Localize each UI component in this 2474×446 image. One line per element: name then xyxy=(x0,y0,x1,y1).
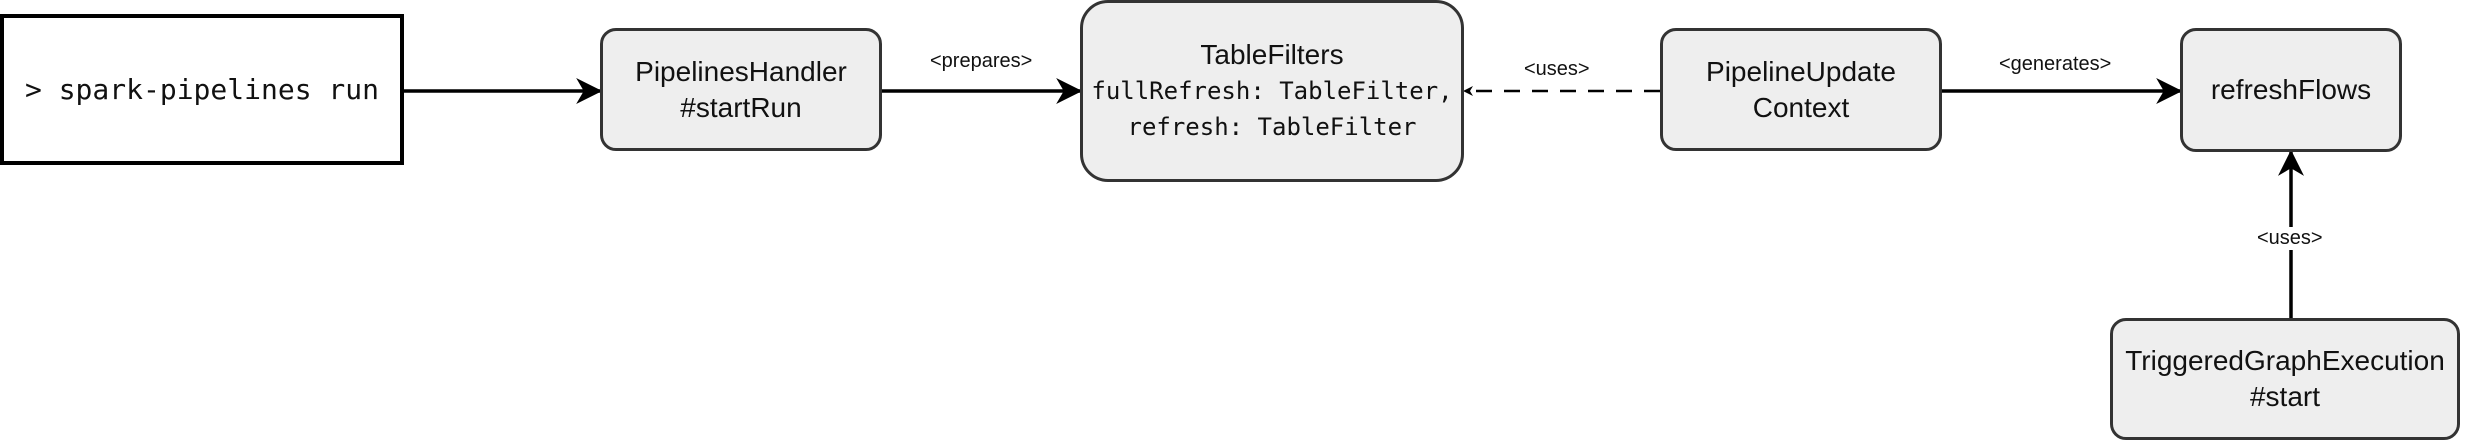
triggered-graph-execution-node: TriggeredGraphExecution #start xyxy=(2110,318,2460,440)
table-filters-refresh: refresh: TableFilter xyxy=(1127,113,1417,141)
command-node: > spark-pipelines run xyxy=(0,14,404,165)
table-filters-title: TableFilters xyxy=(1200,39,1344,70)
pipelines-handler-method: #startRun xyxy=(680,91,802,123)
edge-label-uses-context: <uses> xyxy=(1524,58,1590,81)
triggered-graph-execution-method: #start xyxy=(2249,381,2321,412)
pipeline-update-context-line1: PipelineUpdate xyxy=(1706,55,1896,87)
command-label: > spark-pipelines run xyxy=(24,72,379,106)
pipelines-handler-name: PipelinesHandler xyxy=(635,55,847,87)
table-filters-node: TableFilters fullRefresh: TableFilter, r… xyxy=(1080,0,1464,182)
edge-label-uses-flows: <uses> xyxy=(2257,227,2323,250)
edge-label-generates: <generates> xyxy=(1999,53,2112,76)
pipeline-update-context-node: PipelineUpdate Context xyxy=(1660,28,1942,151)
refresh-flows-node: refreshFlows xyxy=(2180,28,2402,152)
triggered-graph-execution-name: TriggeredGraphExecution xyxy=(2125,345,2445,376)
refresh-flows-label: refreshFlows xyxy=(2210,74,2372,105)
pipelines-handler-node: PipelinesHandler #startRun xyxy=(600,28,882,151)
table-filters-full-refresh: fullRefresh: TableFilter, xyxy=(1091,77,1453,105)
edge-label-prepares: <prepares> xyxy=(930,50,1033,73)
pipeline-update-context-line2: Context xyxy=(1752,91,1850,123)
